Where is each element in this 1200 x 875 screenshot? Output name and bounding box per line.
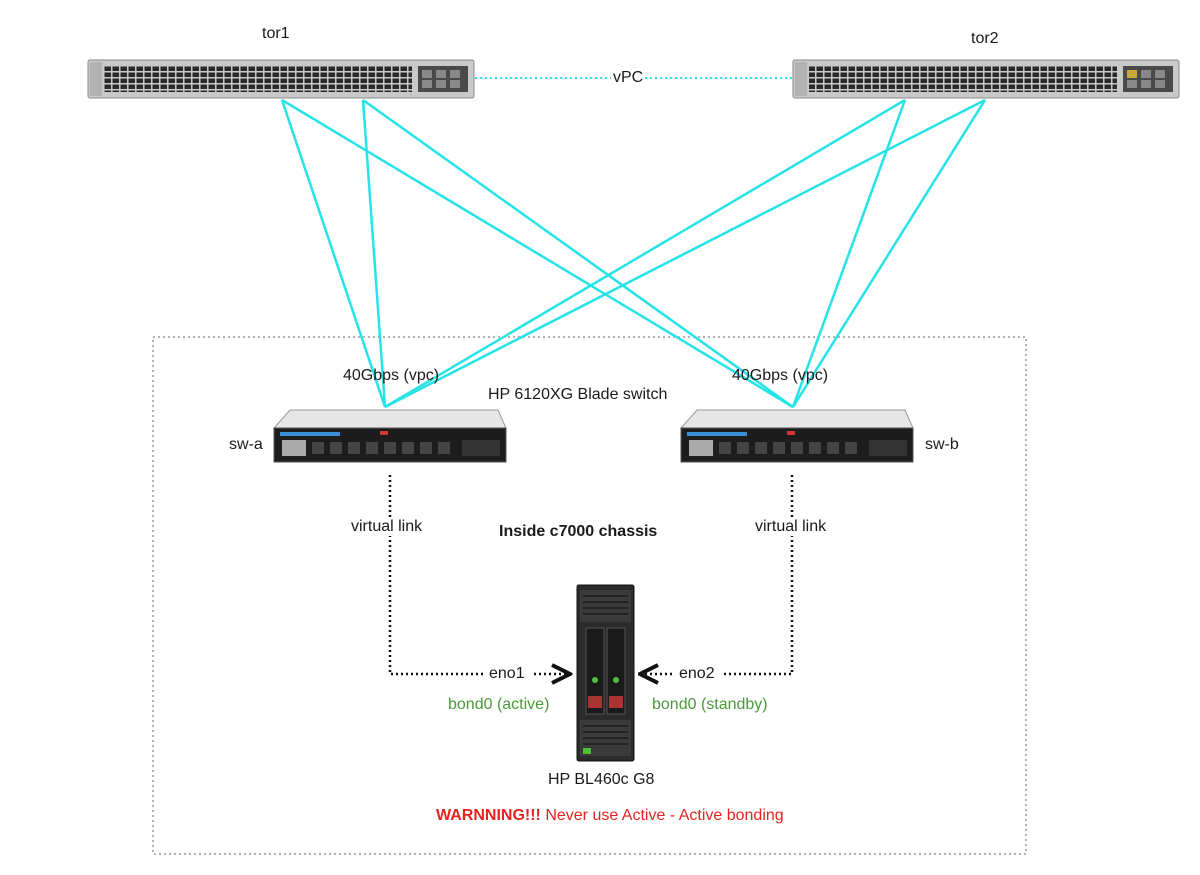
sw-b-blade-switch-icon (679, 409, 914, 463)
sw-b-uplink-label: 40Gbps (vpc) (732, 367, 829, 384)
warning-message: WARNNING!!! Never use Active - Active bo… (436, 807, 784, 825)
uplink-cables (280, 98, 987, 409)
tor2-switch-icon (792, 59, 1180, 99)
blade-server-icon (576, 584, 635, 762)
virtual-link-left-label: virtual link (349, 518, 425, 536)
chassis-border (152, 336, 1027, 855)
sw-b-label: sw-b (925, 436, 959, 453)
blade-switch-label: HP 6120XG Blade switch (488, 386, 668, 403)
eno1-label: eno1 (487, 665, 527, 683)
vpc-label: vPC (611, 69, 646, 87)
warning-text: Never use Active - Active bonding (540, 807, 784, 824)
bond-standby-label: bond0 (standby) (652, 696, 768, 713)
eno2-label: eno2 (677, 665, 717, 683)
chassis-label: Inside c7000 chassis (499, 523, 658, 540)
server-label: HP BL460c G8 (548, 771, 655, 788)
sw-a-label: sw-a (229, 436, 263, 453)
bond-active-label: bond0 (active) (448, 696, 550, 713)
tor2-label: tor2 (971, 30, 999, 47)
virtual-links (388, 475, 794, 674)
tor1-switch-icon (87, 59, 475, 99)
tor1-label: tor1 (262, 25, 290, 42)
virtual-link-right-label: virtual link (753, 518, 829, 536)
sw-a-uplink-label: 40Gbps (vpc) (343, 367, 440, 384)
sw-a-blade-switch-icon (272, 409, 507, 463)
warning-prefix: WARNNING!!! (436, 807, 541, 824)
